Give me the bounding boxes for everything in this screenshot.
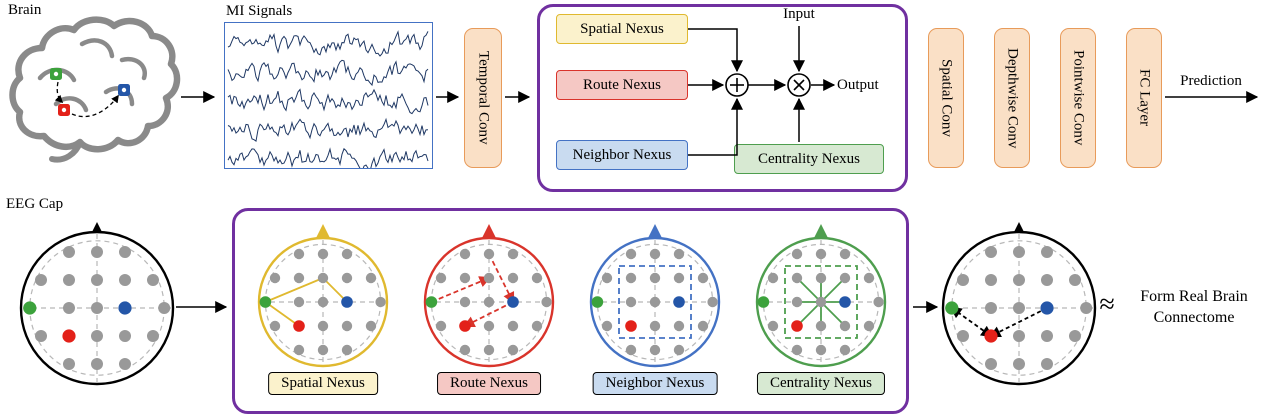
route-nexus-label: Route Nexus [583, 76, 661, 93]
caption-neighbor-nexus: Neighbor Nexus [592, 372, 718, 395]
brain-region-links [54, 81, 119, 118]
brain-label: Brain [8, 2, 42, 18]
result-line-1: Form Real Brain [1140, 288, 1248, 305]
fc-layer-label: FC Layer [1136, 69, 1153, 127]
neighbor-nexus-label: Neighbor Nexus [572, 146, 672, 163]
fc-layer-block: FC Layer [1126, 28, 1162, 168]
caption-centrality-nexus: Centrality Nexus [756, 372, 886, 395]
prediction-label: Prediction [1180, 73, 1242, 89]
brain-connectome-head-map [941, 222, 1097, 386]
spatial-conv-block: Spatial Conv [928, 28, 964, 168]
output-label: Output [837, 77, 879, 93]
approx-symbol: ≈ [1099, 289, 1115, 320]
pointwise-conv-label: Pointwise Conv [1070, 50, 1087, 146]
mi-signals-panel [224, 22, 433, 174]
brain-outline [9, 16, 181, 153]
mi-signals-label: MI Signals [226, 3, 293, 19]
input-label: Input [783, 6, 815, 22]
neighbor-nexus-block: Neighbor Nexus [556, 140, 688, 170]
brain-illustration [9, 16, 181, 163]
eeg-cap-head-map [19, 222, 175, 386]
route-nexus-head-map [423, 224, 555, 368]
brain-electrode-blue [118, 84, 130, 96]
caption-route-nexus: Route Nexus [437, 372, 541, 395]
brain-electrode-red [58, 104, 70, 116]
connectome-module-frame [232, 208, 909, 414]
brain-electrode-green [50, 68, 62, 80]
spatial-nexus-block: Spatial Nexus [556, 14, 688, 44]
spatial-nexus-head-map [257, 224, 389, 368]
result-line-2: Connectome [1153, 309, 1235, 326]
route-nexus-block: Route Nexus [556, 70, 688, 100]
centrality-nexus-head-map [755, 224, 887, 368]
eeg-waveforms [227, 30, 429, 174]
form-real-brain-connectome-label: Form Real Brain Connectome [1119, 286, 1269, 328]
depthwise-conv-block: Depthwise Conv [994, 28, 1030, 168]
temporal-conv-label: Temporal Conv [475, 51, 492, 145]
nexus-module-frame [537, 4, 908, 192]
spatial-conv-label: Spatial Conv [938, 59, 955, 137]
centrality-nexus-label: Centrality Nexus [757, 150, 861, 167]
eeg-cap-label: EEG Cap [6, 196, 64, 212]
pointwise-conv-block: Pointwise Conv [1060, 28, 1096, 168]
depthwise-conv-label: Depthwise Conv [1004, 47, 1021, 149]
spatial-nexus-label: Spatial Nexus [580, 20, 664, 37]
neighbor-nexus-head-map [589, 224, 721, 368]
temporal-conv-block: Temporal Conv [464, 28, 502, 168]
centrality-nexus-block: Centrality Nexus [734, 144, 884, 174]
caption-spatial-nexus: Spatial Nexus [268, 372, 378, 395]
